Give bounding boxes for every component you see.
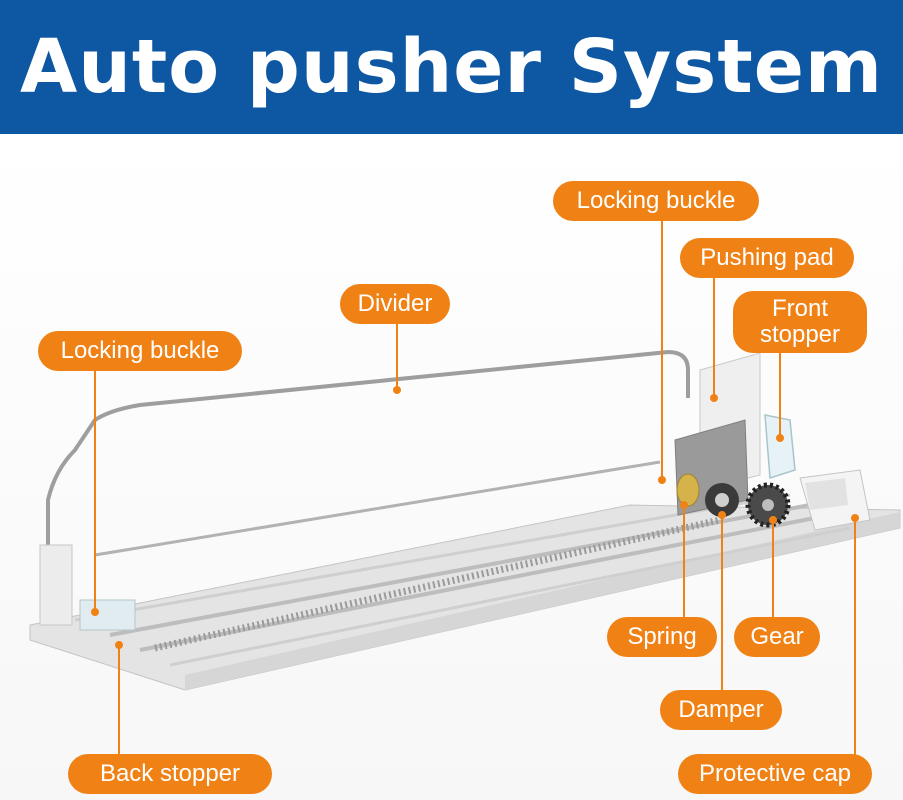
label-spring: Spring [607,617,717,657]
back-stopper-post [39,544,73,626]
label-locking-buckle-left: Locking buckle [38,331,242,371]
divider-wire-lower [94,460,661,557]
back-stopper-clip [79,599,136,631]
front-stopper-shield [764,414,796,480]
rail [169,526,851,667]
label-protective-cap: Protective cap [678,754,872,794]
spring-roller [676,473,700,507]
label-front-stopper: Front stopper [733,291,867,353]
title-banner: Auto pusher System [0,0,903,134]
label-pushing-pad: Pushing pad [680,238,854,278]
spring-coil [154,516,721,652]
divider-wire [46,349,690,550]
page-title: Auto pusher System [19,24,883,110]
base-tray [29,504,901,691]
label-locking-buckle-top: Locking buckle [553,181,759,221]
rail [139,513,831,652]
rail [74,493,791,622]
label-divider: Divider [340,284,450,324]
diagram-area: Locking buckle Divider Locking buckle Pu… [0,134,903,800]
label-gear: Gear [734,617,820,657]
pusher-illustration [29,218,901,755]
leader-lines [91,218,859,755]
label-damper: Damper [660,690,782,730]
label-back-stopper: Back stopper [68,754,272,794]
